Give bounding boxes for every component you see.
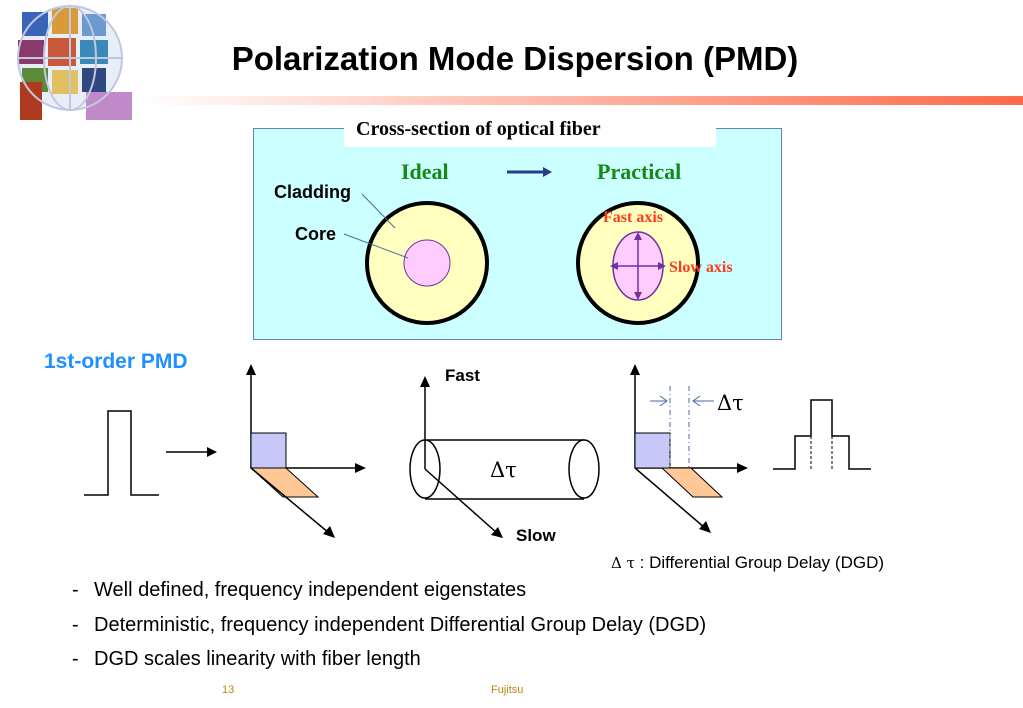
slow-component-box-2 xyxy=(660,467,724,498)
slide-title: Polarization Mode Dispersion (PMD) xyxy=(231,40,799,77)
panel-caption: Cross-section of optical fiber xyxy=(344,111,716,147)
dgd-symbol: Δ τ xyxy=(611,554,635,572)
output-pulse xyxy=(773,399,871,470)
page-number: 13 xyxy=(222,684,235,696)
slow-component-box-1 xyxy=(249,467,320,498)
cladding-pointer-line xyxy=(361,193,396,229)
dgd-definition: Δ τ : Differential Group Delay (DGD) xyxy=(611,553,884,573)
cylinder-delay-symbol: Δτ xyxy=(490,458,517,482)
input-pulse xyxy=(84,410,159,496)
bullet-item: -Well defined, frequency independent eig… xyxy=(72,579,527,601)
bullet-item: -Deterministic, frequency independent Di… xyxy=(72,614,707,636)
company-logo xyxy=(17,5,132,120)
core-pointer-line xyxy=(343,233,409,259)
dgd-text: : Differential Group Delay (DGD) xyxy=(634,553,885,572)
core-label: Core xyxy=(295,224,337,244)
footer-company: Fujitsu xyxy=(491,684,524,696)
cladding-label: Cladding xyxy=(274,182,351,202)
output-delay-symbol: Δτ xyxy=(717,391,744,415)
slow-axis-label: Slow axis xyxy=(669,259,733,276)
fiber-cross-section-panel xyxy=(253,128,782,340)
fiber-cylinder-right-end xyxy=(568,439,600,499)
title-underline-bar xyxy=(135,96,1023,105)
fast-component-box-1 xyxy=(250,432,287,469)
bullet-item: -DGD scales linearity with fiber length xyxy=(72,648,421,670)
fast-axis-label: Fast axis xyxy=(603,209,663,226)
practical-label: Practical xyxy=(597,159,682,184)
slow-label: Slow xyxy=(516,526,556,545)
ideal-core xyxy=(403,239,451,287)
first-order-pmd-heading: 1st-order PMD xyxy=(44,350,188,373)
fast-label: Fast xyxy=(445,366,480,385)
ideal-label: Ideal xyxy=(401,159,449,184)
fast-component-box-2 xyxy=(634,432,671,469)
slow-axis-arrow xyxy=(424,468,498,534)
